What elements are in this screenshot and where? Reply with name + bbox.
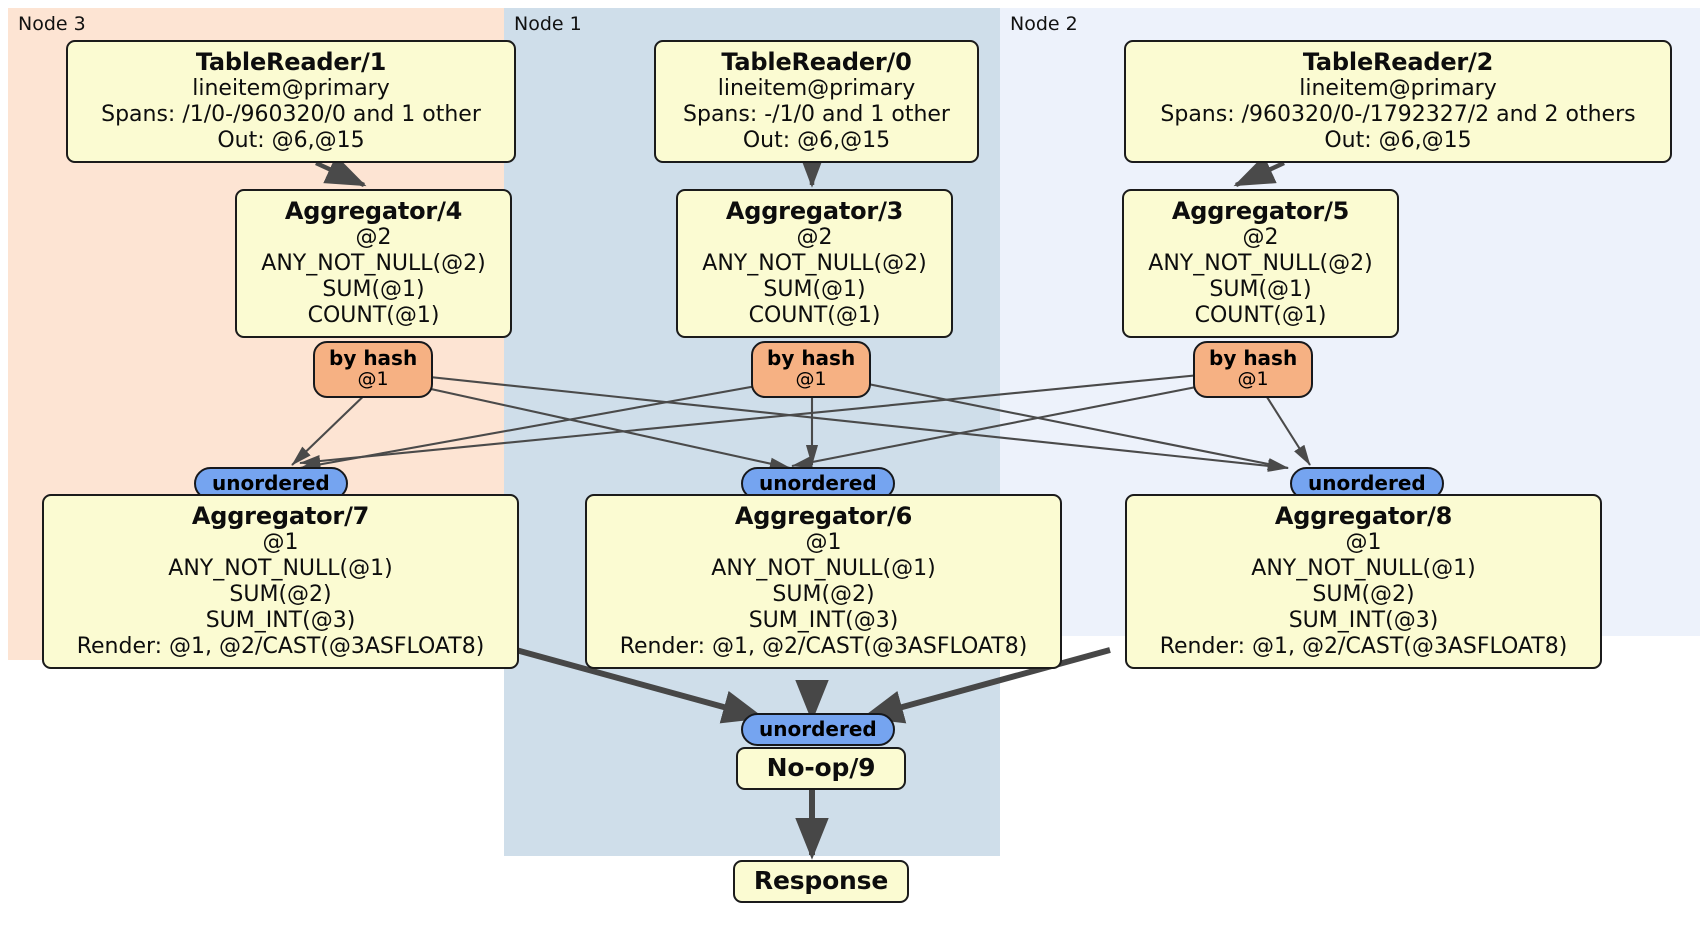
router-badge-by-hash-right[interactable]: by hash @1 — [1193, 341, 1314, 398]
processor-line: ANY_NOT_NULL(@1) — [711, 556, 936, 582]
router-badge-label: by hash — [1209, 346, 1298, 370]
synchronizer-badge-label: unordered — [759, 471, 877, 495]
processor-title: Response — [753, 866, 889, 895]
processor-line: COUNT(@1) — [307, 303, 440, 329]
processor-line: @2 — [1242, 225, 1279, 251]
processor-line: SUM(@1) — [322, 277, 425, 303]
synchronizer-badge-label: unordered — [759, 717, 877, 741]
processor-tablereader-2[interactable]: TableReader/2 lineitem@primary Spans: /9… — [1124, 40, 1672, 164]
processor-line: COUNT(@1) — [748, 303, 881, 329]
processor-title: Aggregator/8 — [1274, 502, 1453, 530]
processor-line: @1 — [262, 530, 299, 556]
router-badge-label: by hash — [329, 346, 418, 370]
processor-line: Out: @6,@15 — [1324, 128, 1472, 154]
processor-aggregator-5[interactable]: Aggregator/5 @2 ANY_NOT_NULL(@2) SUM(@1)… — [1122, 189, 1399, 339]
processor-tablereader-0[interactable]: TableReader/0 lineitem@primary Spans: -/… — [654, 40, 979, 164]
processor-line: ANY_NOT_NULL(@1) — [1251, 556, 1476, 582]
processor-line: COUNT(@1) — [1194, 303, 1327, 329]
node-panel-label: Node 2 — [1010, 13, 1078, 35]
synchronizer-badge-unordered-final[interactable]: unordered — [741, 713, 895, 747]
processor-line: ANY_NOT_NULL(@2) — [1148, 251, 1373, 277]
processor-title: Aggregator/3 — [725, 197, 904, 225]
processor-line: lineitem@primary — [192, 76, 390, 102]
router-badge-column: @1 — [1237, 368, 1269, 391]
processor-tablereader-1[interactable]: TableReader/1 lineitem@primary Spans: /1… — [66, 40, 516, 164]
synchronizer-badge-label: unordered — [1308, 471, 1426, 495]
node-panel-label: Node 1 — [514, 13, 582, 35]
processor-line: Spans: /960320/0-/1792327/2 and 2 others — [1160, 102, 1636, 128]
processor-line: SUM(@1) — [763, 277, 866, 303]
processor-line: lineitem@primary — [1299, 76, 1497, 102]
processor-title: TableReader/2 — [1302, 48, 1494, 76]
processor-line: SUM(@2) — [772, 582, 875, 608]
processor-aggregator-4[interactable]: Aggregator/4 @2 ANY_NOT_NULL(@2) SUM(@1)… — [235, 189, 512, 339]
processor-line: @2 — [355, 225, 392, 251]
router-badge-column: @1 — [795, 368, 827, 391]
processor-aggregator-3[interactable]: Aggregator/3 @2 ANY_NOT_NULL(@2) SUM(@1)… — [676, 189, 953, 339]
processor-title: TableReader/0 — [721, 48, 912, 76]
processor-response[interactable]: Response — [733, 860, 909, 903]
processor-line: SUM_INT(@3) — [1288, 608, 1439, 634]
processor-line: Out: @6,@15 — [217, 128, 365, 154]
processor-line: @1 — [805, 530, 842, 556]
processor-line: @1 — [1345, 530, 1382, 556]
processor-line: @2 — [796, 225, 833, 251]
processor-noop-9[interactable]: No-op/9 — [736, 747, 906, 790]
router-badge-by-hash-center[interactable]: by hash @1 — [751, 341, 872, 398]
processor-render-line: Render: @1, @2/CAST(@3ASFLOAT8) — [619, 634, 1028, 660]
node-panel-label: Node 3 — [18, 13, 86, 35]
router-badge-column: @1 — [357, 368, 389, 391]
processor-line: Spans: -/1/0 and 1 other — [683, 102, 950, 128]
synchronizer-badge-label: unordered — [212, 471, 330, 495]
processor-aggregator-6[interactable]: Aggregator/6 @1 ANY_NOT_NULL(@1) SUM(@2)… — [585, 494, 1062, 670]
router-badge-by-hash-left[interactable]: by hash @1 — [313, 341, 434, 398]
processor-line: lineitem@primary — [717, 76, 916, 102]
processor-aggregator-7[interactable]: Aggregator/7 @1 ANY_NOT_NULL(@1) SUM(@2)… — [42, 494, 519, 670]
processor-line: SUM_INT(@3) — [748, 608, 899, 634]
router-badge-label: by hash — [767, 346, 856, 370]
processor-line: ANY_NOT_NULL(@2) — [261, 251, 486, 277]
processor-line: SUM_INT(@3) — [205, 608, 356, 634]
processor-title: Aggregator/6 — [734, 502, 913, 530]
processor-title: No-op/9 — [766, 753, 876, 782]
processor-line: SUM(@2) — [229, 582, 332, 608]
processor-render-line: Render: @1, @2/CAST(@3ASFLOAT8) — [76, 634, 485, 660]
processor-line: ANY_NOT_NULL(@1) — [168, 556, 393, 582]
processor-line: SUM(@1) — [1209, 277, 1312, 303]
processor-aggregator-8[interactable]: Aggregator/8 @1 ANY_NOT_NULL(@1) SUM(@2)… — [1125, 494, 1602, 670]
processor-title: Aggregator/4 — [284, 197, 463, 225]
processor-line: Out: @6,@15 — [742, 128, 891, 154]
processor-title: TableReader/1 — [195, 48, 387, 76]
processor-line: SUM(@2) — [1312, 582, 1415, 608]
processor-title: Aggregator/5 — [1171, 197, 1350, 225]
processor-line: ANY_NOT_NULL(@2) — [702, 251, 927, 277]
processor-title: Aggregator/7 — [191, 502, 370, 530]
processor-line: Spans: /1/0-/960320/0 and 1 other — [101, 102, 481, 128]
processor-render-line: Render: @1, @2/CAST(@3ASFLOAT8) — [1159, 634, 1568, 660]
